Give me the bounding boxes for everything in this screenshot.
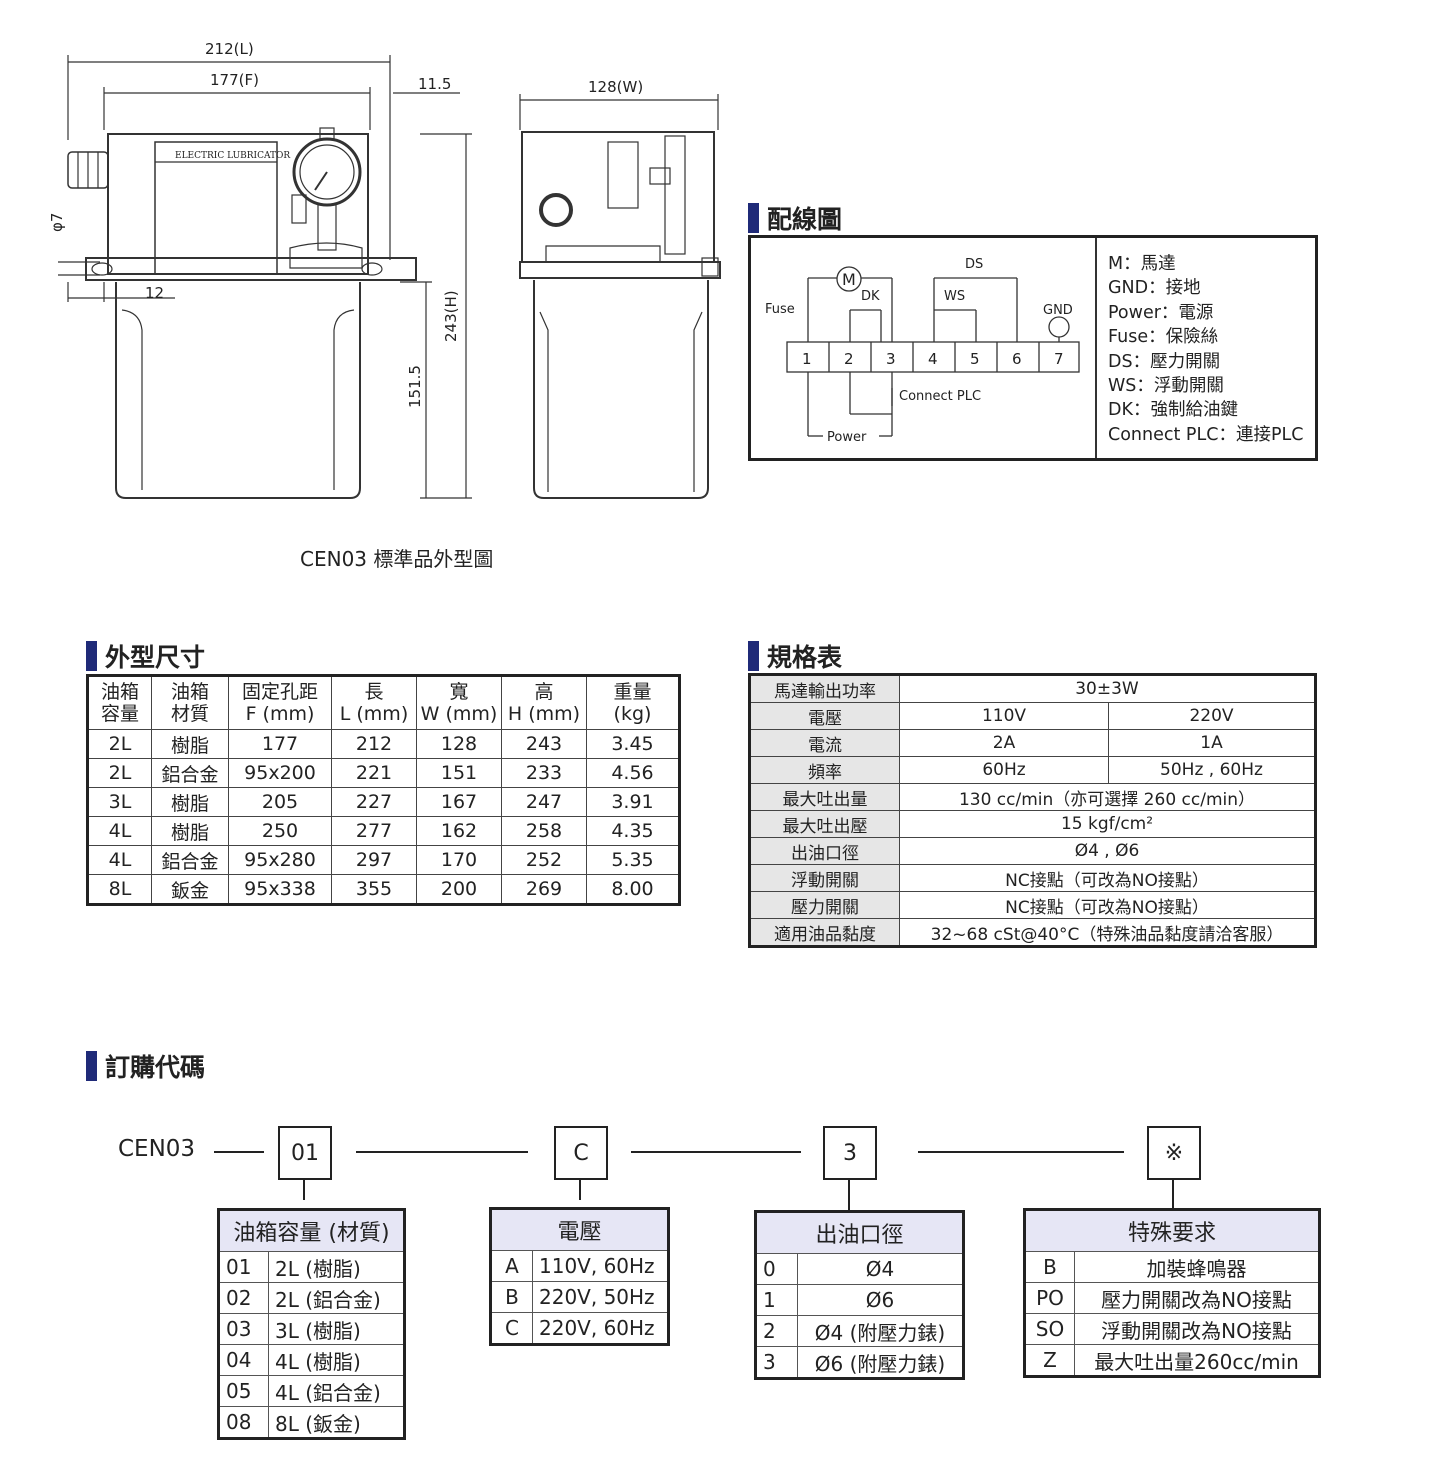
terminal-2: 2 [844,350,854,368]
dim-177: 177(F) [210,71,259,89]
terminal-4: 4 [928,350,938,368]
motor-label: M [842,270,856,289]
code-voltage: C [554,1126,608,1180]
model-code: CEN03 [118,1136,196,1162]
fuse-label: Fuse [765,302,795,317]
legend-item: DS：壓力開關 [1108,351,1221,372]
device-label: ELECTRIC LUBRICATOR [175,151,290,161]
wiring-diagram: M DK DS WS GND Fuse Connect PLC Power 1 … [748,235,1318,461]
dim-11-5: 11.5 [418,75,451,93]
ws-label: WS [944,289,965,304]
dim-phi7: φ7 [48,213,66,232]
terminal-1: 1 [802,350,812,368]
legend-item: WS：浮動開關 [1108,376,1224,397]
outline-drawing: 212(L) 177(F) 11.5 128(W) 12 φ7 243(H) 1… [48,40,721,499]
dk-label: DK [861,289,880,304]
wiring-title: 配線圖 [748,200,842,236]
wiring-schematic: M DK DS WS GND Fuse Connect PLC Power 1 … [765,238,1097,458]
dim-212: 212(L) [205,40,254,58]
plc-label: Connect PLC [899,389,981,404]
spec-title: 規格表 [748,638,842,674]
dim-243: 243(H) [442,290,460,342]
drawing-caption: CEN03 標準品外型圖 [300,547,494,571]
dim-128: 128(W) [588,78,643,96]
legend-item: Fuse：保險絲 [1108,327,1219,348]
terminal-7: 7 [1054,350,1064,368]
code-special: ※ [1147,1126,1201,1180]
legend-item: Power：電源 [1108,302,1214,323]
terminal-3: 3 [886,350,896,368]
order-title: 訂購代碼 [86,1048,205,1084]
terminal-6: 6 [1012,350,1022,368]
ds-label: DS [965,257,983,272]
legend-item: GND：接地 [1108,278,1201,299]
code-tank: 01 [278,1126,332,1180]
code-outlet: 3 [823,1126,877,1180]
legend-item: M：馬達 [1108,254,1176,274]
dim-151-5: 151.5 [406,365,424,408]
wiring-legend: M：馬達 GND：接地 Power：電源 Fuse：保險絲 DS：壓力開關 WS… [1108,252,1303,447]
dim-12: 12 [145,284,164,302]
legend-item: Connect PLC：連接PLC [1108,424,1304,445]
power-label: Power [827,430,867,445]
gnd-label: GND [1043,303,1073,318]
legend-item: DK：強制給油鍵 [1108,400,1238,421]
dimensions-title: 外型尺寸 [86,638,205,674]
terminal-5: 5 [970,350,980,368]
